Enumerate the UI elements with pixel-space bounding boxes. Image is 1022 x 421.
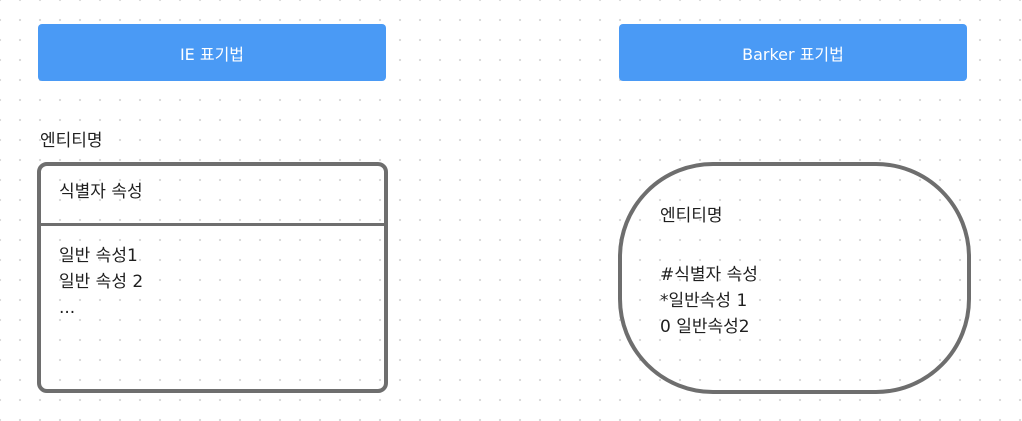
barker-attribute-item: 0 일반속성2 (660, 317, 750, 337)
barker-attribute-item: #식별자 속성 (660, 265, 758, 285)
barker-attribute-item: *일반속성 1 (660, 291, 748, 311)
ie-attribute-item: ... (59, 298, 76, 318)
ie-attribute-list: 일반 속성1 일반 속성 2 ... (59, 243, 143, 321)
ie-attribute-item: 일반 속성1 (59, 246, 138, 266)
barker-notation-label: Barker 표기법 (742, 44, 844, 64)
barker-attribute-list: #식별자 속성 *일반속성 1 0 일반속성2 (660, 262, 758, 340)
ie-entity-box: 식별자 속성 일반 속성1 일반 속성 2 ... (37, 162, 388, 393)
ie-identifier-section: 식별자 속성 (41, 166, 384, 226)
ie-entity-name: 엔티티명 (40, 131, 103, 151)
ie-notation-button[interactable]: IE 표기법 (38, 24, 386, 81)
barker-entity-box: 엔티티명 #식별자 속성 *일반속성 1 0 일반속성2 (618, 162, 971, 394)
barker-notation-button[interactable]: Barker 표기법 (619, 24, 967, 81)
ie-identifier-attribute: 식별자 속성 (59, 182, 143, 202)
ie-notation-label: IE 표기법 (179, 44, 245, 64)
barker-entity-name: 엔티티명 (660, 206, 723, 226)
ie-attribute-item: 일반 속성 2 (59, 272, 144, 292)
